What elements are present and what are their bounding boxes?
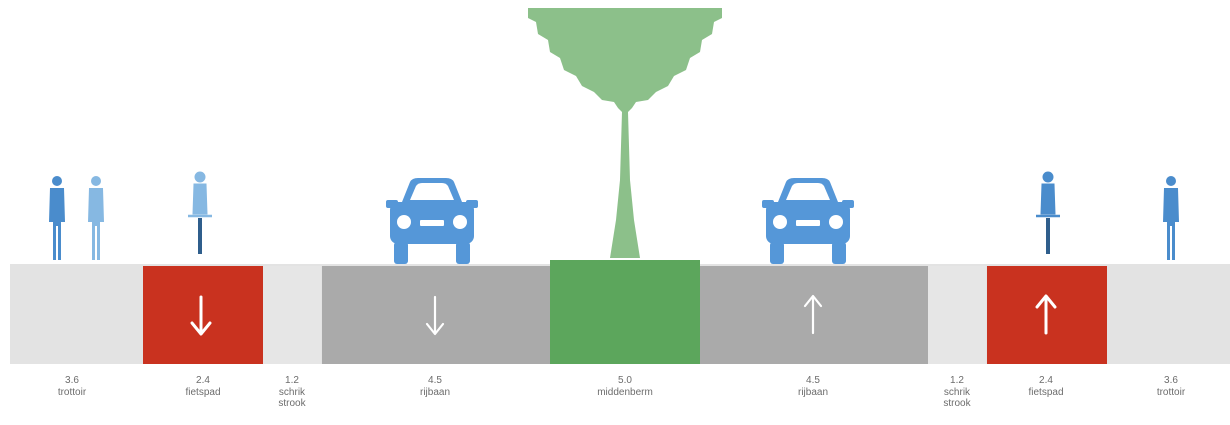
strip-name-label: schrik strook (278, 387, 306, 409)
width-label: 3.6 (65, 375, 79, 386)
strip-name-label: fietspad (185, 387, 221, 398)
width-label: 1.2 (950, 375, 964, 386)
strip-name-label: fietspad (1028, 387, 1064, 398)
cycle-path-left (143, 266, 263, 364)
car-icon (762, 178, 854, 264)
width-label: 4.5 (806, 375, 820, 386)
arrow-up-icon (803, 294, 823, 335)
tree-icon (528, 8, 722, 258)
width-label: 2.4 (1039, 375, 1053, 386)
arrow-down-icon (425, 295, 445, 336)
arrow-up-icon (1035, 294, 1057, 335)
width-label: 4.5 (428, 375, 442, 386)
median-strip (550, 260, 700, 364)
strip-name-label: rijbaan (797, 387, 829, 398)
person-icon (49, 176, 65, 260)
buffer-strip-right (928, 266, 986, 364)
strip-name-label: trottoir (57, 387, 87, 398)
cyclist-icon (188, 171, 212, 254)
car-icon (386, 178, 478, 264)
width-label: 3.6 (1164, 375, 1178, 386)
person-icon (1163, 176, 1179, 260)
width-label: 1.2 (285, 375, 299, 386)
strip-name-label: rijbaan (419, 387, 451, 398)
cyclist-icon (1036, 171, 1060, 254)
strip-name-label: trottoir (1156, 387, 1186, 398)
arrow-down-icon (190, 295, 212, 336)
person-icon (88, 176, 104, 260)
width-label: 5.0 (618, 375, 632, 386)
buffer-strip-left (263, 266, 321, 364)
width-label: 2.4 (196, 375, 210, 386)
strip-name-label: middenberm (597, 387, 653, 398)
strip-name-label: schrik strook (943, 387, 971, 409)
